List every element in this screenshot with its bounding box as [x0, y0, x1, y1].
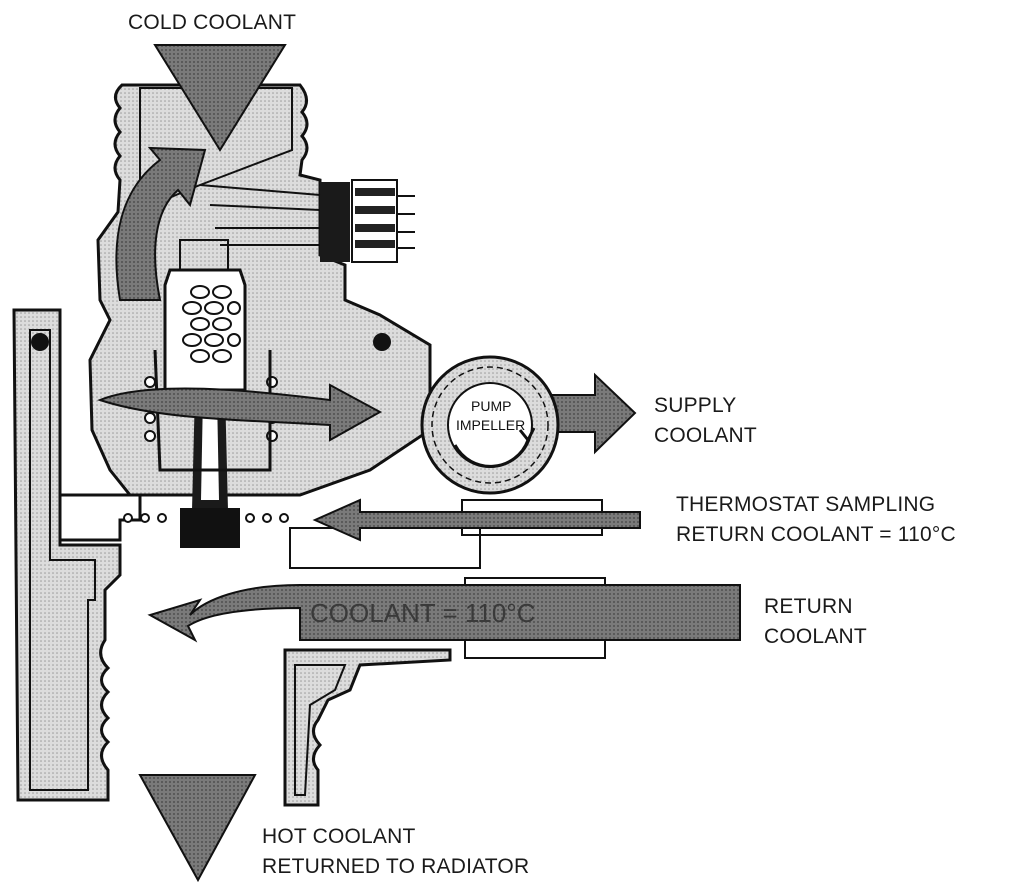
return-coolant-label-2: COOLANT: [764, 625, 867, 648]
return-coolant-label-1: RETURN: [764, 595, 853, 618]
hot-coolant-label-1: HOT COOLANT: [262, 825, 416, 848]
electrical-connector: [199, 179, 415, 263]
cold-inlet-arrow: [153, 44, 287, 152]
hot-outlet-arrow: [138, 774, 257, 883]
thermostat-element: [31, 239, 391, 548]
thermostat-sampling-label-1: THERMOSTAT SAMPLING: [676, 493, 935, 516]
sampling-flow-arrow: [312, 498, 641, 542]
pump-label-2: IMPELLER: [456, 417, 525, 433]
supply-coolant-label-1: SUPPLY: [654, 394, 737, 417]
bypass-flow-arrow: [97, 383, 383, 442]
return-flow-arrow: [147, 584, 741, 643]
pump-label-1: PUMP: [471, 398, 511, 414]
hot-coolant-label-2: RETURNED TO RADIATOR: [262, 855, 529, 878]
cold-coolant-label: COLD COOLANT: [128, 11, 296, 34]
flow-temperature-label: COOLANT = 110°C: [310, 598, 535, 628]
lower-housing: [283, 648, 452, 807]
supply-coolant-label-2: COOLANT: [654, 424, 757, 447]
inlet-flow-arrow: [115, 146, 207, 301]
thermostat-sampling-label-2: RETURN COOLANT = 110°C: [676, 523, 956, 546]
pump-impeller: [420, 355, 560, 495]
